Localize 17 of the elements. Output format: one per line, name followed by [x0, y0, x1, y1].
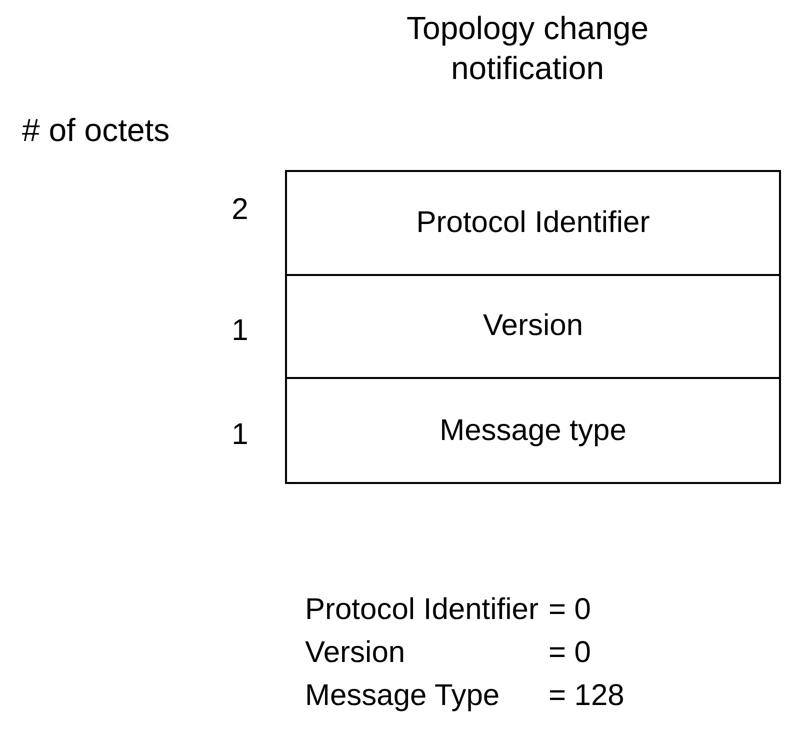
field-name: Message Type	[305, 678, 501, 714]
field-name: Version	[305, 635, 406, 671]
diagram-title: Topology change notification	[406, 9, 650, 88]
field-value: = 0	[548, 592, 592, 628]
field-row	[285, 170, 781, 276]
field-name: Message type	[440, 412, 626, 449]
field-value: = 0	[548, 635, 592, 671]
field-name: Version	[482, 308, 584, 344]
field-value: = 128	[548, 678, 624, 714]
field-name: Protocol Identifier	[416, 205, 650, 242]
octet-count: 1	[230, 312, 250, 348]
octet-count: 1	[230, 417, 250, 453]
field-row	[285, 274, 781, 379]
field-row	[285, 379, 781, 484]
column-heading: # of octets	[22, 111, 170, 150]
field-name: Protocol Identifier	[305, 592, 540, 628]
octet-count: 2	[230, 192, 250, 228]
